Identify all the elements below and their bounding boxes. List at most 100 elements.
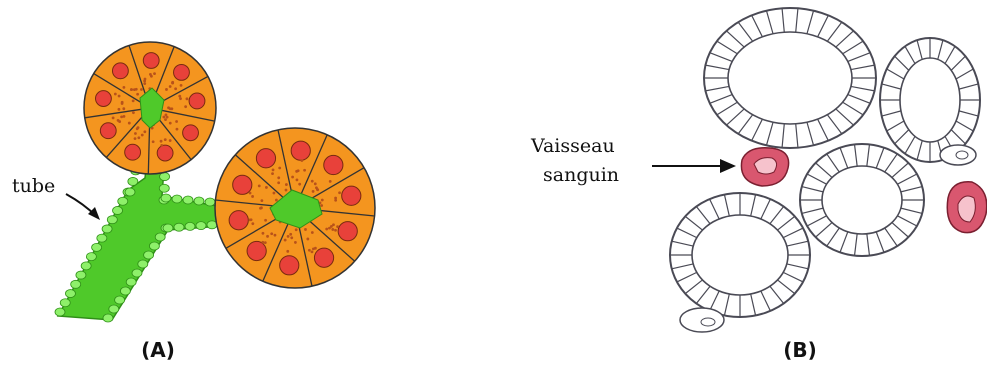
panel-b-diagram: Vaisseau sanguin (B) [530, 8, 987, 362]
duct-cell [115, 296, 125, 304]
zymogen-granule [262, 232, 265, 235]
acinus-lower [215, 128, 375, 288]
zymogen-granule [143, 82, 146, 85]
follicle [670, 193, 810, 317]
tube-arrow [66, 194, 100, 220]
zymogen-granule [169, 122, 172, 125]
zymogen-granule [277, 176, 280, 179]
acinar-nucleus [291, 141, 310, 160]
acinar-nucleus [280, 256, 299, 275]
zymogen-granule [275, 199, 278, 202]
zymogen-granule [149, 73, 152, 76]
zymogen-granule [118, 120, 121, 123]
zymogen-granule [112, 116, 115, 119]
duct-cell [161, 194, 171, 202]
zymogen-granule [153, 72, 156, 75]
zymogen-granule [265, 186, 268, 189]
zymogen-granule [143, 130, 146, 133]
duct-cell [92, 243, 102, 251]
zymogen-granule [272, 169, 275, 172]
zymogen-granule [140, 88, 143, 91]
zymogen-granule [311, 180, 314, 183]
zymogen-granule [261, 241, 264, 244]
zymogen-granule [260, 199, 263, 202]
zymogen-granule [134, 132, 137, 135]
duct-cell [144, 251, 154, 259]
zymogen-granule [264, 241, 267, 244]
blood-vessel-left [741, 148, 788, 186]
acinar-nucleus [100, 123, 116, 139]
zymogen-granule [169, 85, 172, 88]
duct-cell [194, 197, 204, 205]
zymogen-granule [163, 116, 166, 119]
duct-cell [138, 260, 148, 268]
zymogen-granule [273, 192, 276, 195]
zymogen-granule [137, 126, 140, 129]
follicles [670, 8, 980, 317]
zymogen-granule [314, 247, 317, 250]
zymogen-granule [179, 97, 182, 100]
duct-cell [183, 196, 193, 204]
zymogen-granule [160, 140, 163, 143]
zymogen-granule [248, 218, 251, 221]
duct-cell [118, 197, 128, 205]
follicle [880, 38, 980, 162]
zymogen-granule [174, 87, 177, 90]
duct-cell [76, 271, 86, 279]
zymogen-granule [316, 188, 319, 191]
duct-cell [163, 224, 173, 232]
follicle-lumen [900, 58, 960, 142]
zymogen-granule [169, 107, 172, 110]
zymogen-granule [331, 228, 334, 231]
zymogen-granule [306, 238, 309, 241]
zymogen-granule [128, 122, 131, 125]
tube-label: tube [12, 175, 55, 197]
duct-cell [102, 225, 112, 233]
zymogen-granule [169, 139, 172, 142]
duct-cell [125, 188, 135, 196]
zymogen-granule [132, 99, 135, 102]
acinar-nucleus [112, 63, 128, 79]
zymogen-granule [297, 169, 300, 172]
zymogen-granule [176, 128, 179, 131]
zymogen-granule [274, 234, 277, 237]
panel-a-diagram: tube (A) [12, 42, 375, 362]
duct-cell [126, 278, 136, 286]
zymogen-granule [311, 231, 314, 234]
blood-vessel-right [947, 182, 986, 233]
duct-cell [103, 314, 113, 322]
acinar-nucleus [247, 241, 266, 260]
duct-cell [128, 177, 138, 185]
zymogen-granule [260, 206, 263, 209]
zymogen-granule [320, 204, 323, 207]
zymogen-granule [137, 136, 140, 139]
follicle [704, 8, 876, 148]
zymogen-granule [298, 183, 301, 186]
zymogen-granule [136, 93, 139, 96]
zymogen-granule [278, 167, 281, 170]
zymogen-granule [336, 225, 339, 228]
zymogen-granule [175, 120, 178, 123]
zymogen-granule [165, 88, 168, 91]
zymogen-granule [284, 239, 287, 242]
duct-cell [205, 198, 215, 206]
zymogen-granule [329, 180, 332, 183]
duct-cell [120, 287, 130, 295]
duct-cell [60, 299, 70, 307]
acinar-nucleus [96, 91, 112, 107]
zymogen-granule [270, 232, 273, 235]
zymogen-granule [277, 181, 280, 184]
zymogen-granule [144, 78, 147, 81]
acinar-nucleus [324, 155, 343, 174]
duct-cell [86, 253, 96, 261]
zymogen-granule [296, 178, 299, 181]
duct-cell [55, 308, 65, 316]
duct-cell [81, 262, 91, 270]
follicle-lumen [692, 215, 788, 295]
acinar-nucleus [256, 149, 275, 168]
duct-cell [172, 195, 182, 203]
zymogen-granule [321, 199, 324, 202]
zymogen-granule [166, 116, 169, 119]
zymogen-granule [300, 159, 303, 162]
